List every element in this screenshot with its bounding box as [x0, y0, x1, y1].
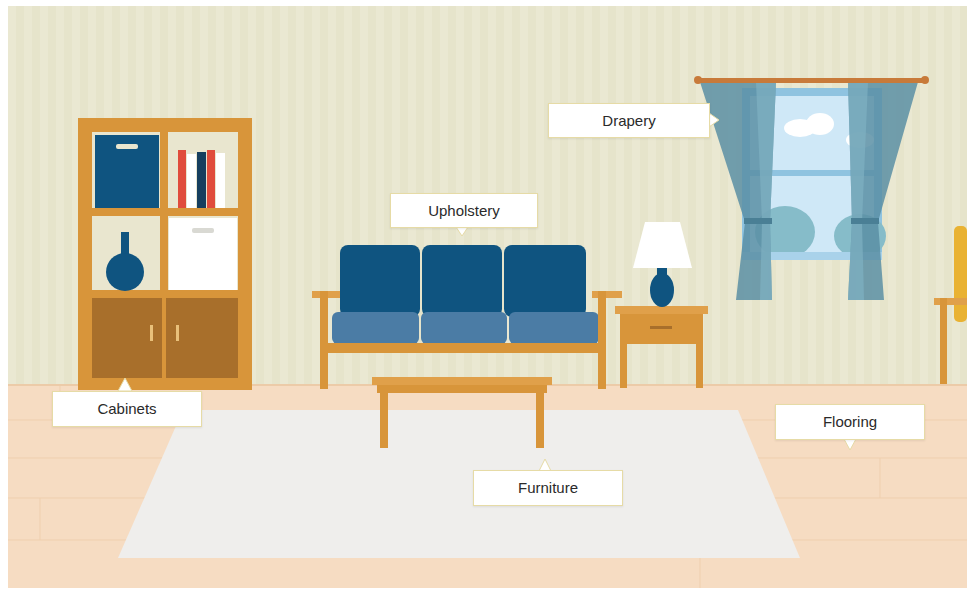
rod-finial — [921, 76, 929, 84]
curtain-tie — [851, 218, 879, 224]
drawer-handle — [650, 326, 672, 329]
side-table-top — [615, 306, 708, 314]
rod-finial — [694, 76, 702, 84]
callout-pointer — [118, 378, 132, 391]
door-handle — [176, 325, 179, 341]
table-leg — [620, 344, 627, 388]
coffee-table-top — [372, 377, 552, 385]
book — [178, 150, 186, 208]
door-handle — [150, 325, 153, 341]
plank-joint — [880, 458, 881, 498]
sofa-arm — [592, 291, 622, 298]
vase-neck — [121, 232, 129, 256]
curtain-fold — [848, 82, 868, 300]
sofa-back-cushion — [504, 245, 586, 317]
coffee-table-leg — [380, 385, 388, 448]
callout-box: Drapery — [548, 103, 710, 138]
shelf-cell — [92, 216, 160, 290]
box-handle — [192, 228, 214, 233]
callout-label: Flooring — [823, 413, 877, 431]
shelf-cell — [92, 132, 160, 208]
shelf-cell — [168, 216, 238, 290]
callout-box: Cabinets — [52, 391, 202, 427]
lamp-base — [650, 273, 674, 307]
storage-box — [169, 218, 237, 290]
box-handle — [116, 144, 138, 149]
cabinet-door — [166, 298, 238, 378]
book — [187, 154, 196, 208]
sofa-seat-cushion — [421, 312, 507, 344]
chair-arm — [934, 298, 967, 305]
floor-planks — [8, 385, 967, 588]
curtain-fold — [756, 82, 776, 300]
book — [207, 150, 215, 208]
door-gap — [162, 298, 166, 378]
callout-pointer — [456, 227, 468, 236]
callout-label: Cabinets — [97, 400, 156, 418]
sofa-back-cushion — [340, 245, 420, 317]
right-curtain — [848, 82, 918, 300]
table-leg — [696, 344, 703, 388]
callout-label: Drapery — [602, 112, 655, 130]
callout-box: Furniture — [473, 470, 623, 506]
callout-pointer — [844, 439, 856, 450]
sofa-leg — [598, 291, 606, 389]
sofa-back-cushion — [422, 245, 502, 317]
callout-box: Flooring — [775, 404, 925, 440]
callout-label: Upholstery — [428, 202, 500, 220]
bookcase-frame — [78, 118, 252, 390]
curtain-rod — [698, 78, 924, 83]
rug — [118, 410, 800, 558]
callout-pointer — [709, 113, 719, 127]
storage-box — [95, 135, 159, 208]
cloud — [806, 113, 834, 135]
vase — [106, 253, 144, 291]
left-curtain — [700, 82, 776, 300]
cabinet-door — [92, 298, 162, 378]
book — [197, 152, 206, 208]
lamp-shade — [633, 222, 692, 268]
chair-cushion — [954, 226, 967, 322]
plank-joint — [40, 498, 41, 540]
side-table-body — [620, 314, 703, 344]
wood-floor — [8, 385, 967, 588]
coffee-table-apron — [377, 385, 547, 393]
coffee-table-leg — [536, 385, 544, 448]
callout-label: Furniture — [518, 479, 578, 497]
wall — [8, 6, 967, 386]
book — [216, 153, 225, 208]
sofa-seat-cushion — [509, 312, 599, 344]
shelf-cell — [168, 132, 238, 208]
callout-box: Upholstery — [390, 193, 538, 228]
sofa-leg — [320, 291, 328, 389]
chair-leg — [940, 298, 947, 384]
sofa-base — [326, 343, 604, 353]
curtain-tie — [744, 218, 772, 224]
sofa-seat-cushion — [332, 312, 419, 344]
